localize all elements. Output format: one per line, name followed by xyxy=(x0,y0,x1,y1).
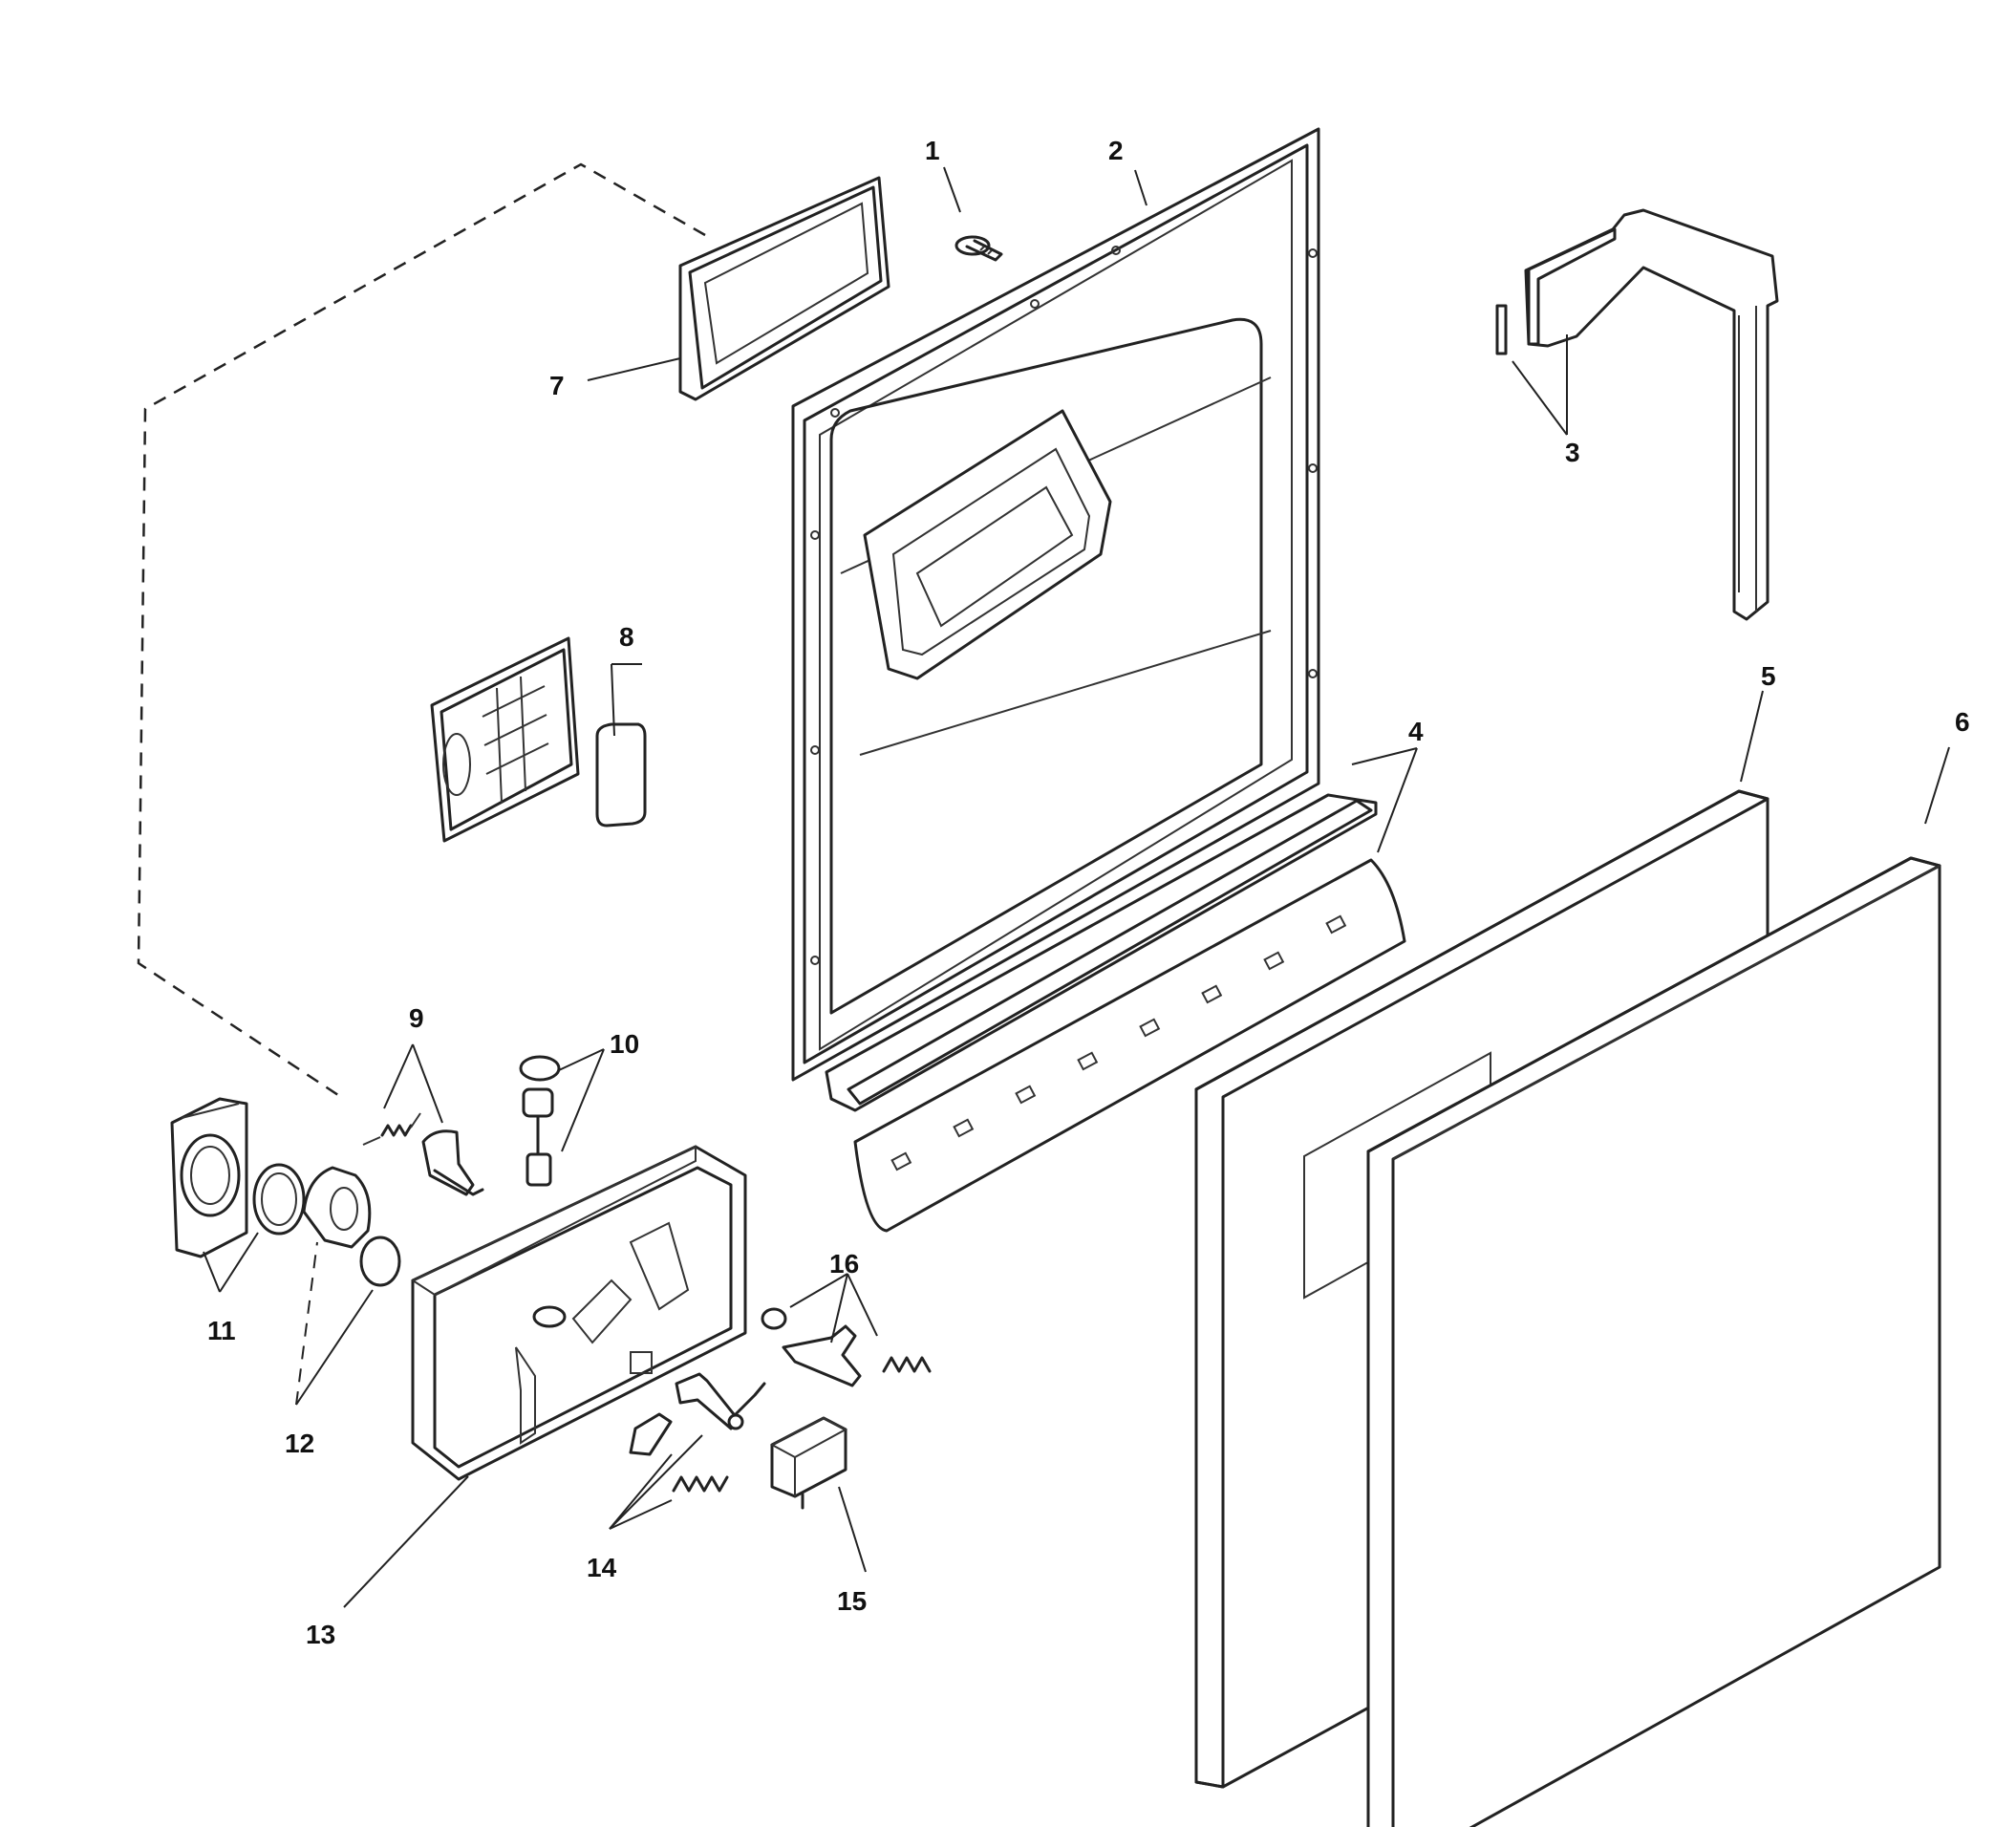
latch-lever-and-spring xyxy=(629,1372,766,1493)
vent-assembly xyxy=(430,636,647,843)
bottom-trim-strip xyxy=(825,793,1406,1233)
callout-2: 2 xyxy=(1108,136,1124,165)
front-door-panel xyxy=(1366,856,1941,1827)
callout-labels: 1 2 3 4 5 6 7 8 9 10 11 12 13 14 15 16 xyxy=(207,136,1970,1649)
callout-10: 10 xyxy=(610,1029,639,1059)
screw xyxy=(954,235,1003,262)
callout-1: 1 xyxy=(925,136,940,165)
release-lever-ring-spring xyxy=(761,1307,932,1387)
callout-11: 11 xyxy=(207,1316,236,1345)
callout-8: 8 xyxy=(619,622,634,652)
micro-switch xyxy=(769,1416,848,1510)
callout-6: 6 xyxy=(1955,707,1970,737)
side-trim-and-clip xyxy=(1495,208,1779,621)
push-button-stem xyxy=(519,1055,561,1187)
callout-12: 12 xyxy=(285,1429,314,1458)
callout-7: 7 xyxy=(549,371,565,400)
callout-14: 14 xyxy=(587,1553,617,1582)
callout-4: 4 xyxy=(1408,717,1424,746)
callout-16: 16 xyxy=(829,1249,859,1279)
callout-5: 5 xyxy=(1761,661,1776,691)
round-cover xyxy=(170,1097,248,1258)
dispenser-housing xyxy=(410,1145,747,1481)
callout-3: 3 xyxy=(1565,438,1580,467)
ring-seal-and-coupling xyxy=(252,1163,401,1287)
assembly-dashed-outline xyxy=(137,162,706,1101)
callout-15: 15 xyxy=(837,1586,867,1616)
inner-door-liner xyxy=(791,127,1320,1082)
spring-and-pin xyxy=(362,1112,484,1196)
gasket-frame xyxy=(678,176,890,401)
leader-lines xyxy=(203,166,1950,1608)
callout-13: 13 xyxy=(306,1620,335,1649)
callout-9: 9 xyxy=(409,1003,424,1033)
